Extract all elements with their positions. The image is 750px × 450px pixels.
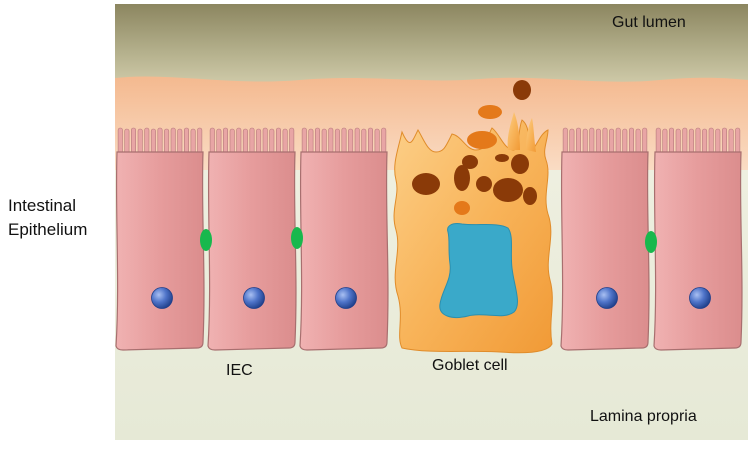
goblet-cell-label: Goblet cell: [432, 357, 508, 374]
gut-lumen-label: Gut lumen: [612, 14, 686, 31]
granule: [513, 80, 531, 100]
enterocyte: [115, 151, 205, 351]
granule: [493, 178, 523, 202]
granule: [454, 201, 470, 215]
tight-junction: [200, 229, 212, 251]
nucleus: [335, 287, 357, 309]
granule: [478, 105, 502, 119]
granule: [412, 173, 440, 195]
nucleus: [151, 287, 173, 309]
tight-junction: [645, 231, 657, 253]
enterocyte: [653, 151, 743, 351]
granule: [462, 155, 478, 169]
mucin-granules: [412, 80, 537, 215]
enterocyte: [299, 151, 389, 351]
goblet-apical-projection-1: [507, 112, 520, 150]
lamina-propria-label: Lamina propria: [590, 408, 697, 425]
enterocyte: [207, 151, 297, 351]
nucleus: [596, 287, 618, 309]
goblet-nucleus: [439, 223, 518, 318]
iec-label: IEC: [226, 362, 253, 379]
tight-junctions: [200, 227, 657, 253]
granule: [495, 154, 509, 162]
enterocyte: [560, 151, 650, 351]
intestinal-epithelium-label: Intestinal Epithelium: [8, 194, 113, 242]
gut-lumen-region: [115, 4, 748, 84]
intestinal-epithelial-cells: [115, 151, 743, 351]
granule: [523, 187, 537, 205]
granule: [467, 131, 497, 149]
nucleus: [689, 287, 711, 309]
intestinal-epithelium-label-line1: Intestinal: [8, 196, 77, 215]
goblet-apical-projection-2: [526, 118, 536, 152]
tight-junction: [291, 227, 303, 249]
granule: [476, 176, 492, 192]
intestinal-epithelium-label-line2: Epithelium: [8, 220, 88, 239]
granule: [511, 154, 529, 174]
granule: [454, 165, 470, 191]
nucleus: [243, 287, 265, 309]
